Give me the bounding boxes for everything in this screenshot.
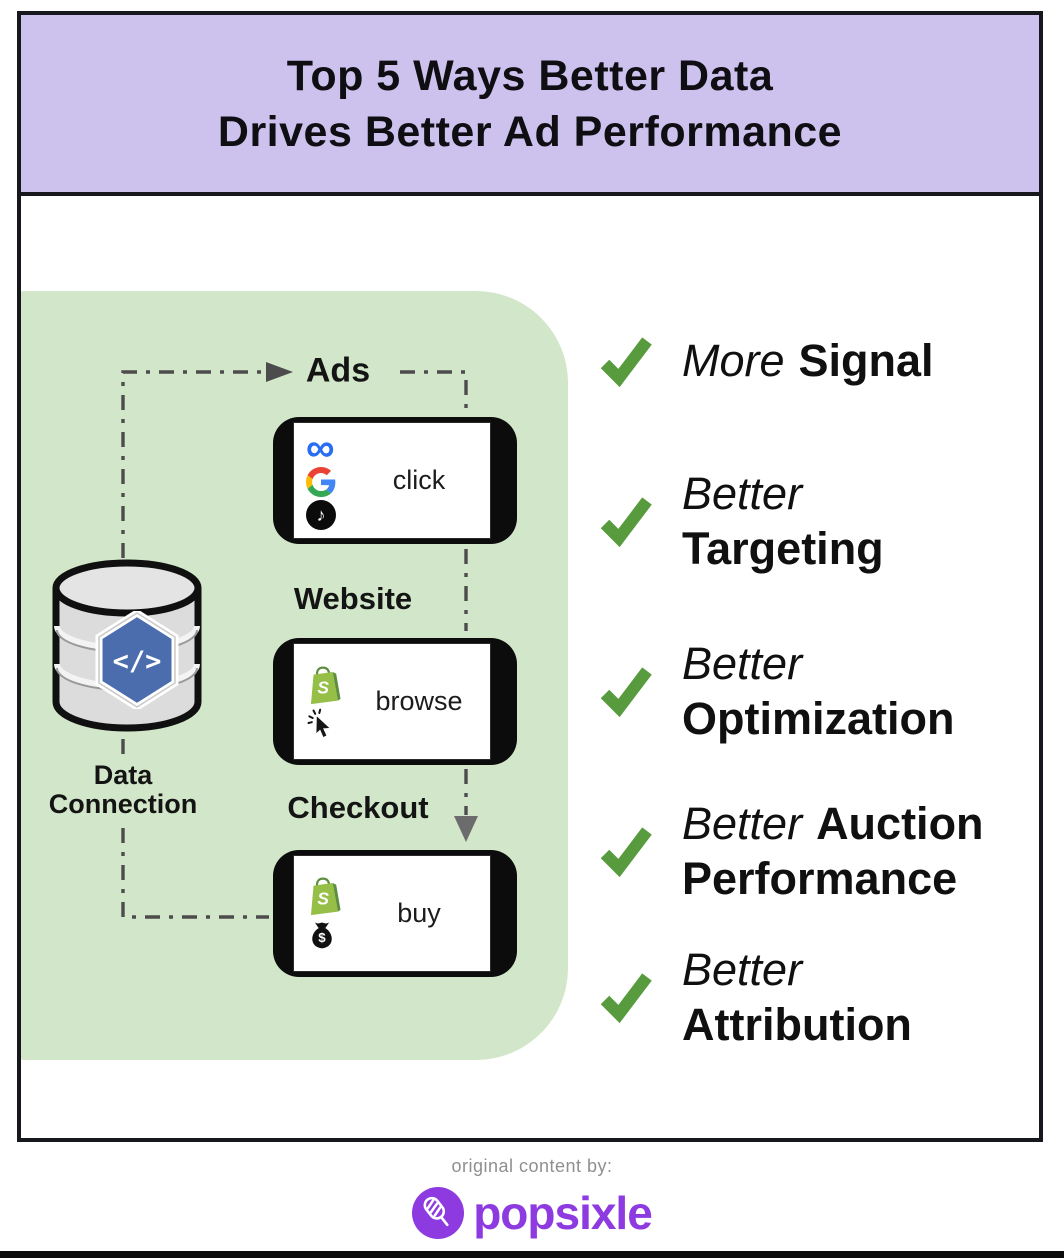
benefit-term-line2: Performance [682, 853, 958, 904]
meta-icon: ∞ [306, 425, 335, 470]
phone-ads-screen: ∞ ♪ click [293, 422, 491, 539]
brand-name: popsixle [473, 1187, 653, 1239]
phone-checkout: S $ buy [273, 850, 517, 977]
benefit-qualifier: Better [682, 798, 803, 849]
phone-ads: ∞ ♪ click [273, 417, 517, 544]
benefit-attribution: Better Attribution [600, 942, 912, 1052]
benefit-qualifier: More [682, 335, 785, 386]
code-symbol: </> [113, 646, 162, 677]
cursor-click-icon [307, 708, 330, 737]
data-connection-label: Data Connection [20, 761, 226, 819]
popsicle-icon [412, 1187, 465, 1239]
tiktok-icon: ♪ [306, 499, 336, 530]
data-connection-line1: Data [93, 760, 153, 790]
stage-label-website: Website [293, 581, 413, 616]
stage-label-ads: Ads [305, 351, 371, 390]
phone-website: S browse [273, 638, 517, 765]
shopify-icon: S [310, 877, 341, 916]
benefit-term-line2: Attribution [682, 999, 912, 1050]
benefit-term-line2: Optimization [682, 693, 955, 744]
credit-text: original content by: [451, 1156, 613, 1176]
header-banner: Top 5 Ways Better Data Drives Better Ad … [21, 15, 1039, 196]
action-click: click [392, 465, 446, 495]
page-title-line2: Drives Better Ad Performance [217, 107, 843, 156]
svg-text:S: S [317, 678, 329, 698]
money-bag-icon: $ [312, 922, 332, 949]
google-icon [306, 466, 336, 497]
bottom-edge-bar [0, 1251, 1064, 1258]
phone-website-screen: S browse [293, 643, 491, 760]
check-icon [600, 973, 652, 1024]
svg-text:S: S [317, 889, 329, 909]
data-connection-line2: Connection [48, 789, 198, 819]
stage-label-checkout: Checkout [287, 790, 429, 825]
benefit-term: Auction [816, 798, 984, 849]
brand-logo: popsixle [0, 1186, 1064, 1240]
benefit-qualifier: Better [682, 468, 803, 519]
check-icon [600, 667, 652, 718]
shopify-icon: S [310, 666, 341, 705]
benefit-qualifier: Better [682, 638, 803, 689]
benefit-more-signal: More Signal [600, 333, 934, 388]
action-browse: browse [375, 686, 463, 716]
check-icon [600, 497, 652, 548]
page-title-line1: Top 5 Ways Better Data [286, 51, 774, 100]
code-hexagon-icon: </> [94, 608, 180, 712]
benefit-qualifier: Better [682, 944, 803, 995]
benefit-targeting: Better Targeting [600, 466, 884, 576]
action-buy: buy [397, 898, 441, 928]
svg-text:$: $ [318, 930, 326, 945]
benefit-auction-performance: Better Auction Performance [600, 796, 984, 906]
check-icon [600, 827, 652, 878]
benefit-term-line2: Targeting [682, 523, 884, 574]
benefit-optimization: Better Optimization [600, 636, 954, 746]
phone-checkout-screen: S $ buy [293, 855, 491, 972]
benefit-term: Signal [798, 335, 934, 386]
check-icon [600, 336, 652, 387]
